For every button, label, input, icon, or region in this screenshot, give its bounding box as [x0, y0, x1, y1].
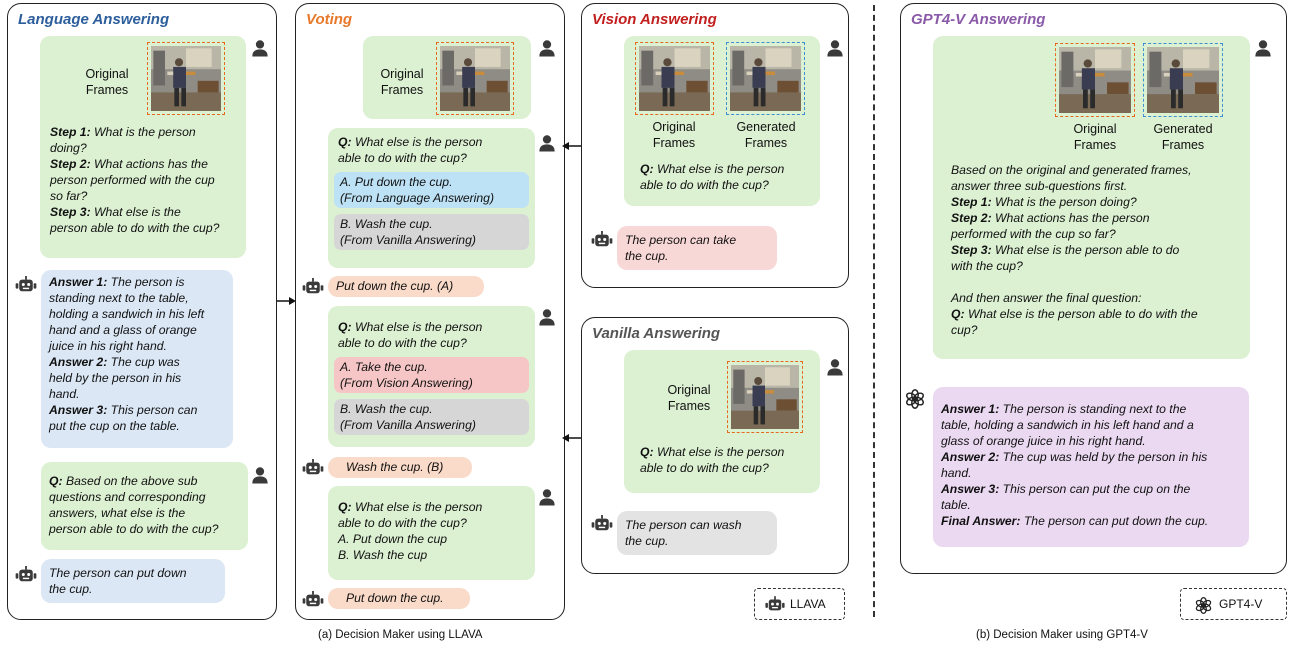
vision-answer-bubble: The person can take the cup.	[617, 226, 777, 270]
video-frame-thumbnail	[730, 46, 801, 111]
option-a-language: A. Put down the cup.(From Language Answe…	[334, 172, 529, 208]
robot-icon	[15, 276, 37, 294]
user-icon	[538, 134, 556, 152]
arrow-vision-to-voting	[562, 142, 582, 150]
language-final-answer-bubble: The person can put down the cup.	[41, 559, 225, 603]
panel-title-vision: Vision Answering	[592, 11, 717, 28]
vanilla-answer-bubble: The person can wash the cup.	[617, 511, 777, 555]
video-frame-thumbnail	[1059, 47, 1131, 113]
original-frames-image	[147, 42, 225, 115]
openai-logo-icon	[904, 388, 926, 410]
robot-icon	[302, 459, 324, 477]
panel-title-gpt4v: GPT4-V Answering	[911, 11, 1046, 28]
original-frames-image	[1055, 43, 1135, 117]
user-icon	[251, 39, 269, 57]
robot-icon	[765, 596, 785, 613]
video-frame-thumbnail	[1147, 47, 1219, 113]
user-icon	[251, 466, 269, 484]
generated-frames-image	[1143, 43, 1223, 117]
robot-icon	[302, 591, 324, 609]
voting-question-2-bubble: Q: What else is the person able to do wi…	[328, 306, 535, 447]
robot-icon	[15, 566, 37, 584]
panel-title-vanilla: Vanilla Answering	[592, 325, 721, 342]
user-icon	[1254, 39, 1272, 57]
caption-b: (b) Decision Maker using GPT4-V	[976, 629, 1148, 641]
video-frame-thumbnail	[440, 46, 510, 111]
robot-icon	[591, 231, 613, 249]
openai-logo-icon	[1194, 596, 1213, 615]
vision-question: Q: What else is the person able to do wi…	[640, 162, 785, 192]
original-frames-image	[436, 42, 514, 115]
voting-result-2: Wash the cup. (B)	[328, 457, 472, 478]
option-b-vanilla: B. Wash the cup.(From Vanilla Answering)	[334, 399, 529, 435]
caption-a: (a) Decision Maker using LLAVA	[318, 629, 483, 641]
language-sub-answers-bubble: Answer 1: The person is standing next to…	[41, 270, 233, 448]
gpt4v-answer-bubble: Answer 1: The person is standing next to…	[933, 387, 1249, 547]
original-frames-image	[727, 361, 803, 433]
step-questions: Step 1: What is the person doing? Step 2…	[50, 125, 220, 235]
robot-icon	[591, 515, 613, 533]
arrow-language-to-voting	[277, 297, 296, 305]
voting-question-3-bubble: Q: What else is the person able to do wi…	[328, 486, 535, 580]
option-b-vanilla: B. Wash the cup.(From Vanilla Answering)	[334, 214, 529, 250]
generated-frames-image	[726, 42, 805, 115]
voting-result-3: Put down the cup.	[328, 588, 470, 609]
user-icon	[538, 308, 556, 326]
gpt4v-legend: GPT4-V	[1180, 588, 1287, 620]
original-frames-image	[635, 42, 714, 115]
option-a-vision: A. Take the cup.(From Vision Answering)	[334, 357, 529, 393]
vanilla-question: Q: What else is the person able to do wi…	[640, 445, 785, 475]
video-frame-thumbnail	[151, 46, 221, 111]
section-divider	[873, 5, 875, 617]
arrow-vanilla-to-voting	[562, 434, 582, 442]
robot-icon	[302, 278, 324, 296]
language-final-question-bubble: Q: Based on the above sub questions and …	[41, 462, 248, 550]
video-frame-thumbnail	[731, 365, 799, 429]
voting-result-1: Put down the cup. (A)	[328, 276, 484, 297]
user-icon	[826, 39, 844, 57]
llava-legend: LLAVA	[754, 588, 845, 620]
user-icon	[826, 358, 844, 376]
user-icon	[538, 39, 556, 57]
gpt4v-prompt-text: Based on the original and generated fram…	[951, 163, 1198, 337]
video-frame-thumbnail	[639, 46, 710, 111]
voting-question-1-bubble: Q: What else is the person able to do wi…	[328, 128, 535, 268]
panel-title-language: Language Answering	[18, 11, 170, 28]
user-icon	[538, 488, 556, 506]
panel-title-voting: Voting	[306, 11, 353, 28]
